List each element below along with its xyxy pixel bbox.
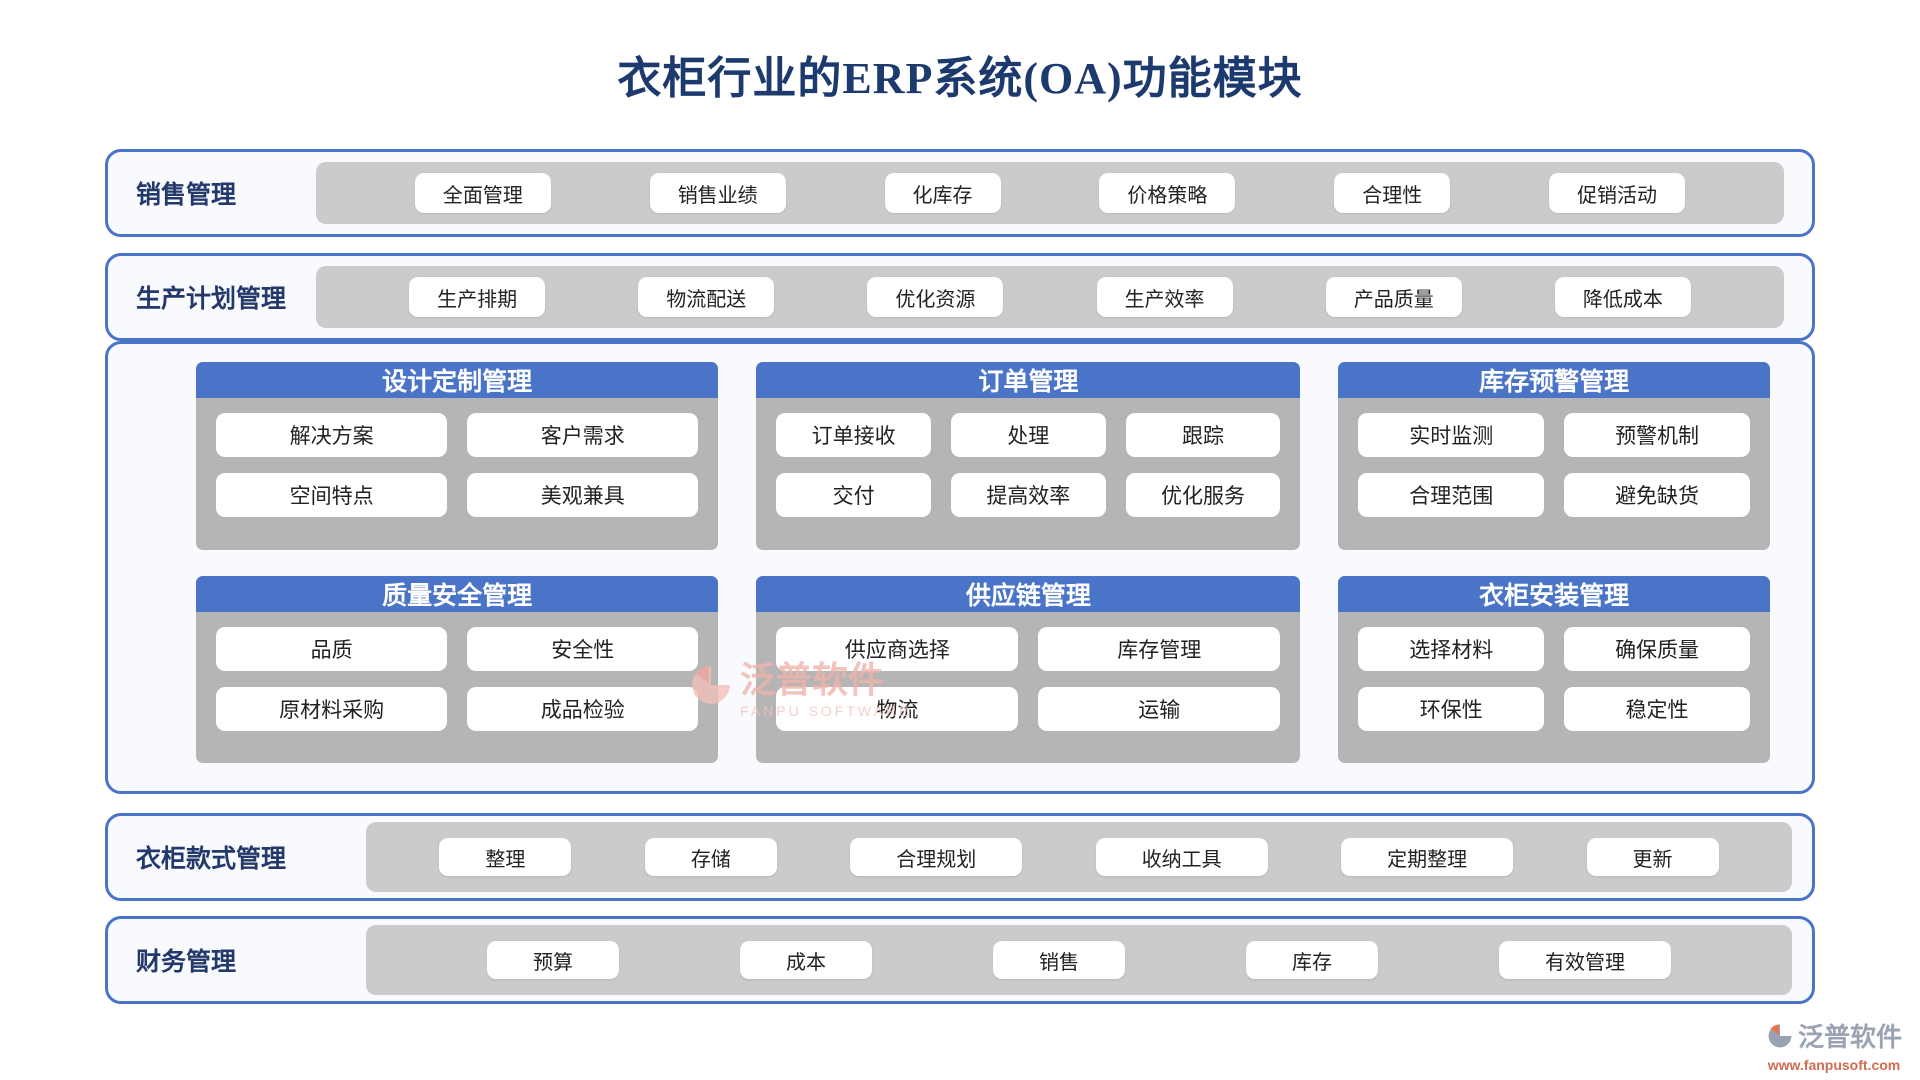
- installation-btn-2[interactable]: 确保质量: [1564, 626, 1750, 671]
- production-btn-3[interactable]: 优化资源: [867, 277, 1004, 317]
- sales-btn-3[interactable]: 化库存: [884, 173, 1001, 213]
- production-btn-2[interactable]: 物流配送: [638, 277, 775, 317]
- style-btn-1[interactable]: 整理: [439, 838, 572, 876]
- design-btn-3[interactable]: 空间特点: [216, 473, 448, 517]
- sales-btn-1[interactable]: 全面管理: [414, 173, 551, 213]
- card-inventory-title: 库存预警管理: [1338, 362, 1770, 398]
- card-installation-title: 衣柜安装管理: [1338, 575, 1770, 612]
- band-finance-panel: 预算 成本 销售 库存 有效管理: [366, 925, 1792, 995]
- supply-btn-1[interactable]: 供应商选择: [776, 626, 1019, 671]
- quality-btn-1[interactable]: 品质: [216, 626, 448, 671]
- supply-btn-2[interactable]: 库存管理: [1038, 626, 1281, 671]
- inventory-btn-4[interactable]: 避免缺货: [1564, 473, 1750, 517]
- style-btn-2[interactable]: 存储: [644, 838, 777, 876]
- quality-btn-2[interactable]: 安全性: [467, 626, 699, 671]
- card-supply-body: 供应商选择 库存管理 物流 运输: [756, 612, 1300, 764]
- card-inventory-body: 实时监测 预警机制 合理范围 避免缺货: [1338, 398, 1770, 550]
- installation-btn-1[interactable]: 选择材料: [1358, 626, 1545, 671]
- installation-btn-4[interactable]: 稳定性: [1564, 686, 1750, 731]
- inventory-btn-1[interactable]: 实时监测: [1358, 413, 1545, 457]
- quality-btn-3[interactable]: 原材料采购: [216, 686, 448, 731]
- style-btn-6[interactable]: 更新: [1586, 838, 1719, 876]
- band-sales-panel: 全面管理 销售业绩 化库存 价格策略 合理性 促销活动: [316, 162, 1784, 224]
- card-quality-safety: 质量安全管理 品质 安全性 原材料采购 成品检验: [196, 575, 719, 764]
- footer-website-link[interactable]: www.fanpusoft.com: [1767, 1057, 1901, 1073]
- sales-btn-2[interactable]: 销售业绩: [649, 173, 786, 213]
- module-cards-panel: 设计定制管理 解决方案 客户需求 空间特点 美观兼具 订单管理 订单接收 处理 …: [105, 341, 1815, 794]
- inventory-btn-2[interactable]: 预警机制: [1564, 413, 1750, 457]
- band-sales-label: 销售管理: [136, 182, 237, 209]
- supply-btn-3[interactable]: 物流: [776, 686, 1019, 731]
- card-order-title: 订单管理: [756, 362, 1301, 398]
- supply-btn-4[interactable]: 运输: [1038, 686, 1281, 731]
- order-btn-4[interactable]: 交付: [776, 473, 931, 517]
- card-order-body: 订单接收 处理 跟踪 交付 提高效率 优化服务: [756, 398, 1300, 550]
- finance-btn-5[interactable]: 有效管理: [1499, 941, 1671, 979]
- style-btn-4[interactable]: 收纳工具: [1095, 838, 1268, 876]
- card-design-body: 解决方案 客户需求 空间特点 美观兼具: [196, 398, 718, 550]
- design-btn-2[interactable]: 客户需求: [467, 413, 699, 457]
- card-quality-body: 品质 安全性 原材料采购 成品检验: [196, 612, 718, 764]
- finance-btn-3[interactable]: 销售: [993, 941, 1125, 979]
- order-btn-5[interactable]: 提高效率: [950, 473, 1106, 517]
- finance-btn-4[interactable]: 库存: [1246, 941, 1378, 979]
- card-design-customization: 设计定制管理 解决方案 客户需求 空间特点 美观兼具: [196, 362, 719, 550]
- production-btn-1[interactable]: 生产排期: [409, 277, 546, 317]
- order-btn-3[interactable]: 跟踪: [1125, 413, 1281, 457]
- band-production-planning: 生产计划管理 生产排期 物流配送 优化资源 生产效率 产品质量 降低成本: [105, 253, 1815, 341]
- production-btn-6[interactable]: 降低成本: [1554, 277, 1691, 317]
- page-title: 衣柜行业的ERP系统(OA)功能模块: [617, 54, 1303, 103]
- card-quality-title: 质量安全管理: [196, 575, 719, 612]
- order-btn-1[interactable]: 订单接收: [776, 413, 931, 457]
- band-production-panel: 生产排期 物流配送 优化资源 生产效率 产品质量 降低成本: [316, 266, 1784, 328]
- card-order-management: 订单管理 订单接收 处理 跟踪 交付 提高效率 优化服务: [756, 362, 1301, 550]
- sales-btn-6[interactable]: 促销活动: [1549, 173, 1686, 213]
- fanpu-logo-icon: [1766, 1022, 1794, 1054]
- order-btn-2[interactable]: 处理: [950, 413, 1106, 457]
- order-btn-6[interactable]: 优化服务: [1125, 473, 1281, 517]
- finance-btn-2[interactable]: 成本: [740, 941, 872, 979]
- band-wardrobe-style: 衣柜款式管理 整理 存储 合理规划 收纳工具 定期整理 更新: [105, 813, 1815, 901]
- style-btn-3[interactable]: 合理规划: [850, 838, 1023, 876]
- installation-btn-3[interactable]: 环保性: [1358, 686, 1545, 731]
- production-btn-5[interactable]: 产品质量: [1325, 277, 1462, 317]
- style-btn-5[interactable]: 定期整理: [1341, 838, 1514, 876]
- quality-btn-4[interactable]: 成品检验: [467, 686, 699, 731]
- production-btn-4[interactable]: 生产效率: [1096, 277, 1233, 317]
- card-supply-title: 供应链管理: [756, 575, 1301, 612]
- design-btn-1[interactable]: 解决方案: [216, 413, 448, 457]
- sales-btn-5[interactable]: 合理性: [1334, 173, 1451, 213]
- card-design-title: 设计定制管理: [196, 362, 719, 398]
- band-production-label: 生产计划管理: [136, 286, 287, 313]
- band-sales-management: 销售管理 全面管理 销售业绩 化库存 价格策略 合理性 促销活动: [105, 149, 1815, 237]
- band-style-panel: 整理 存储 合理规划 收纳工具 定期整理 更新: [366, 822, 1792, 892]
- card-installation-body: 选择材料 确保质量 环保性 稳定性: [1338, 612, 1770, 764]
- sales-btn-4[interactable]: 价格策略: [1099, 173, 1236, 213]
- design-btn-4[interactable]: 美观兼具: [467, 473, 699, 517]
- band-finance-label: 财务管理: [136, 949, 237, 976]
- card-inventory-warning: 库存预警管理 实时监测 预警机制 合理范围 避免缺货: [1338, 362, 1770, 550]
- footer-brand-name: 泛普软件: [1797, 1023, 1902, 1052]
- card-wardrobe-installation: 衣柜安装管理 选择材料 确保质量 环保性 稳定性: [1338, 575, 1770, 764]
- inventory-btn-3[interactable]: 合理范围: [1358, 473, 1545, 517]
- band-finance-management: 财务管理 预算 成本 销售 库存 有效管理: [105, 916, 1815, 1004]
- card-supply-chain: 供应链管理 供应商选择 库存管理 物流 运输: [756, 575, 1301, 764]
- band-style-label: 衣柜款式管理: [136, 846, 287, 873]
- fanpu-footer-logo: 泛普软件 www.fanpusoft.com: [1766, 1022, 1902, 1073]
- finance-btn-1[interactable]: 预算: [487, 941, 619, 979]
